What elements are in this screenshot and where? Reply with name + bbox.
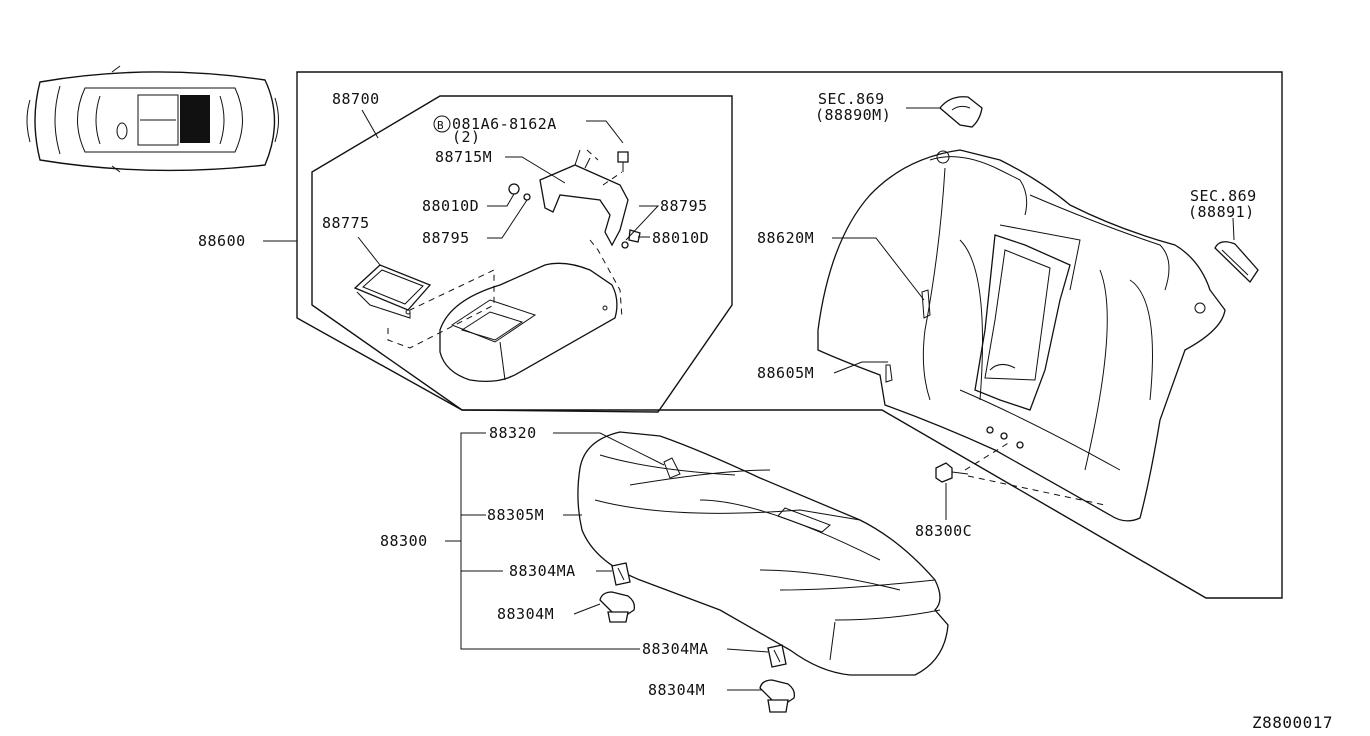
label-sec869-b: SEC.869 — [1190, 187, 1257, 205]
car-top-view-icon — [26, 65, 279, 173]
label-88600: 88600 — [198, 232, 246, 250]
bolt-symbol: B — [437, 119, 444, 132]
label-88620M: 88620M — [757, 229, 814, 247]
label-88304MA-b: 88304MA — [642, 640, 709, 658]
clip-88304m-a — [599, 591, 636, 623]
label-88775: 88775 — [322, 214, 370, 232]
label-88700: 88700 — [332, 90, 380, 108]
leader-lines — [263, 107, 1235, 691]
label-sec869-a-ref: (88890M) — [815, 106, 891, 124]
label-88010D-left: 88010D — [422, 197, 479, 215]
seat-cushion-drawing — [577, 431, 949, 676]
label-sec869-b-ref: (88891) — [1188, 203, 1255, 221]
label-88304MA-a: 88304MA — [509, 562, 576, 580]
label-88304M-a: 88304M — [497, 605, 554, 623]
label-88010D-right: 88010D — [652, 229, 709, 247]
label-88715M: 88715M — [435, 148, 492, 166]
label-88795-left: 88795 — [422, 229, 470, 247]
armrest-group-frame — [311, 95, 733, 413]
label-88320: 88320 — [489, 424, 537, 442]
label-88605M: 88605M — [757, 364, 814, 382]
label-88795-right: 88795 — [660, 197, 708, 215]
label-bolt-qty: (2) — [452, 128, 481, 146]
bolt-88300c — [935, 441, 1106, 506]
label-sec869-a: SEC.869 — [818, 90, 885, 108]
sec869-88891-part — [1214, 241, 1259, 284]
label-88300C: 88300C — [915, 522, 972, 540]
label-88304M-b: 88304M — [648, 681, 705, 699]
diagram-code: Z8800017 — [1252, 713, 1333, 732]
sec869-88890M-part — [939, 96, 983, 128]
label-88300: 88300 — [380, 532, 428, 550]
seat-back-drawing — [817, 149, 1226, 522]
label-bolt-code: 081A6-8162A — [452, 115, 557, 133]
label-88305M: 88305M — [487, 506, 544, 524]
clip-88304m-b — [759, 679, 796, 713]
bolt-symbol-icon — [433, 115, 451, 133]
armrest-drawing — [353, 149, 641, 383]
seat-back-group-frame — [296, 71, 1283, 599]
